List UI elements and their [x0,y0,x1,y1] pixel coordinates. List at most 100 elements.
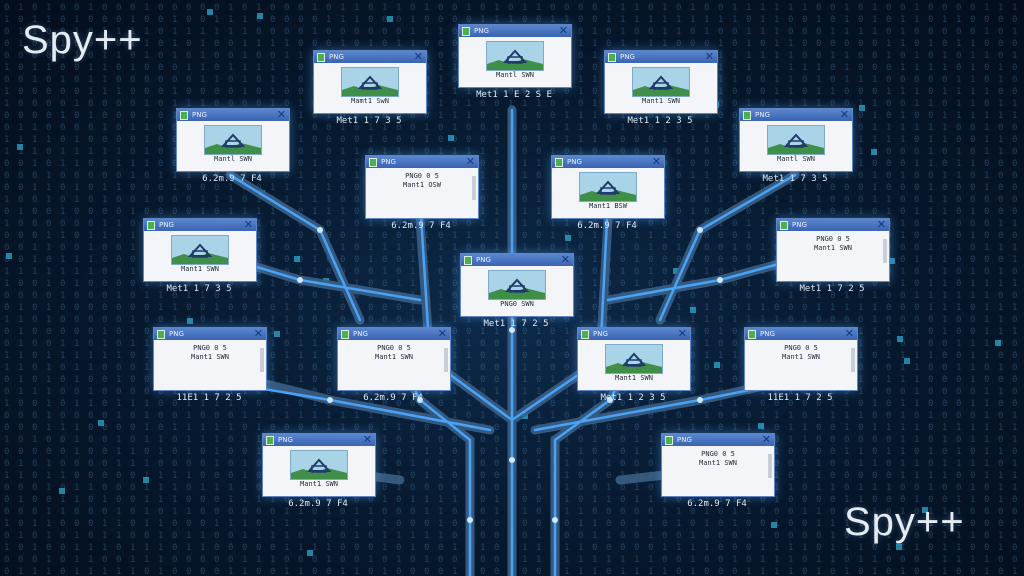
window-titlebar[interactable]: PNG ✕ [552,156,664,168]
window-titlebar[interactable]: PNG ✕ [740,109,852,121]
matrix-square [448,135,454,141]
close-icon[interactable]: ✕ [558,24,568,37]
close-icon[interactable]: ✕ [704,50,714,63]
window-title: PNG [567,158,582,166]
window-titlebar[interactable]: PNG✕ [745,328,857,340]
window-title: PNG [593,330,608,338]
window-titlebar[interactable]: PNG✕ [662,434,774,446]
window-titlebar[interactable]: PNG✕ [338,328,450,340]
window-titlebar[interactable]: PNG✕ [144,219,256,231]
app-icon [266,435,274,445]
close-icon[interactable]: ✕ [465,155,475,168]
window-titlebar[interactable]: PNG ✕ [314,51,426,63]
window-frame[interactable]: PNG✕Mantl SWN [458,24,572,88]
window-frame[interactable]: PNG✕Mant1 SWN [143,218,257,282]
close-icon[interactable]: ✕ [651,155,661,168]
close-icon[interactable]: ✕ [362,433,372,446]
window-titlebar[interactable]: PNG ✕ [154,328,266,340]
window-frame[interactable]: PNG✕PNG0 SWN [460,253,574,317]
window-titlebar[interactable]: PNG✕ [605,51,717,63]
window-titlebar[interactable]: PNG✕ [263,434,375,446]
window-title: PNG [381,158,396,166]
matrix-square [59,488,65,494]
window-line-1: PNG0 0 5 [701,450,735,458]
window-frame[interactable]: PNG✕Mantl SWN [176,108,290,172]
close-icon[interactable]: ✕ [253,327,263,340]
window-line-2: Mant1 SWN [782,353,820,361]
matrix-square [673,268,679,274]
scrollbar[interactable] [768,454,772,478]
window-titlebar[interactable]: PNG✕ [461,254,573,266]
app-icon [780,220,788,230]
close-icon[interactable]: ✕ [276,108,286,121]
window-frame[interactable]: PNG✕Mant1 SWN [262,433,376,497]
window-body: Mantl SWN [177,121,289,171]
scrollbar[interactable] [883,239,887,263]
window-caption: 11E1 1 7 2 5 [767,393,833,403]
window-titlebar[interactable]: PNG✕ [777,219,889,231]
window-node[interactable]: PNG✕Mant1 SWN Met1 1 7 3 5 [143,218,257,294]
scrollbar[interactable] [472,176,476,200]
close-icon[interactable]: ✕ [876,218,886,231]
close-icon[interactable]: ✕ [761,433,771,446]
window-frame[interactable]: PNG ✕ Mant1 SWN [577,327,691,391]
window-frame[interactable]: PNG✕Mamt1 SwN [313,50,427,114]
window-titlebar[interactable]: PNG ✕ [366,156,478,168]
close-icon[interactable]: ✕ [437,327,447,340]
window-line-2: Mantl SWN [777,155,815,163]
matrix-square [98,420,104,426]
window-titlebar[interactable]: PNG✕ [177,109,289,121]
window-body: Mant1 BSW [552,168,664,218]
window-caption: Met1 1 7 3 5 [166,284,232,294]
window-line-2: Mant1 SWN [615,374,653,382]
window-titlebar[interactable]: PNG ✕ [578,328,690,340]
matrix-square [143,477,149,483]
scrollbar[interactable] [260,348,264,372]
window-frame[interactable]: PNG ✕Mant1 BSW [551,155,665,219]
binary-column: 0001111000100001100000000111011111101010… [284,3,289,576]
close-icon[interactable]: ✕ [243,218,253,231]
window-line-2: Mant1 OSW [403,181,441,189]
window-title: PNG [329,53,344,61]
window-title: PNG [755,111,770,119]
close-icon[interactable]: ✕ [677,327,687,340]
close-icon[interactable]: ✕ [560,253,570,266]
matrix-square [896,544,902,550]
app-icon [608,52,616,62]
close-icon[interactable]: ✕ [413,50,423,63]
close-icon[interactable]: ✕ [844,327,854,340]
window-line-1: PNG0 0 5 [193,344,227,352]
scrollbar[interactable] [851,348,855,372]
window-frame[interactable]: PNG✕Mant1 SWN [604,50,718,114]
window-frame[interactable]: PNG ✕ Mantl SWN [739,108,853,172]
close-icon[interactable]: ✕ [839,108,849,121]
window-title: PNG [169,330,184,338]
scrollbar[interactable] [444,348,448,372]
window-title: PNG [474,27,489,35]
window-titlebar[interactable]: PNG ✕ [459,25,571,37]
